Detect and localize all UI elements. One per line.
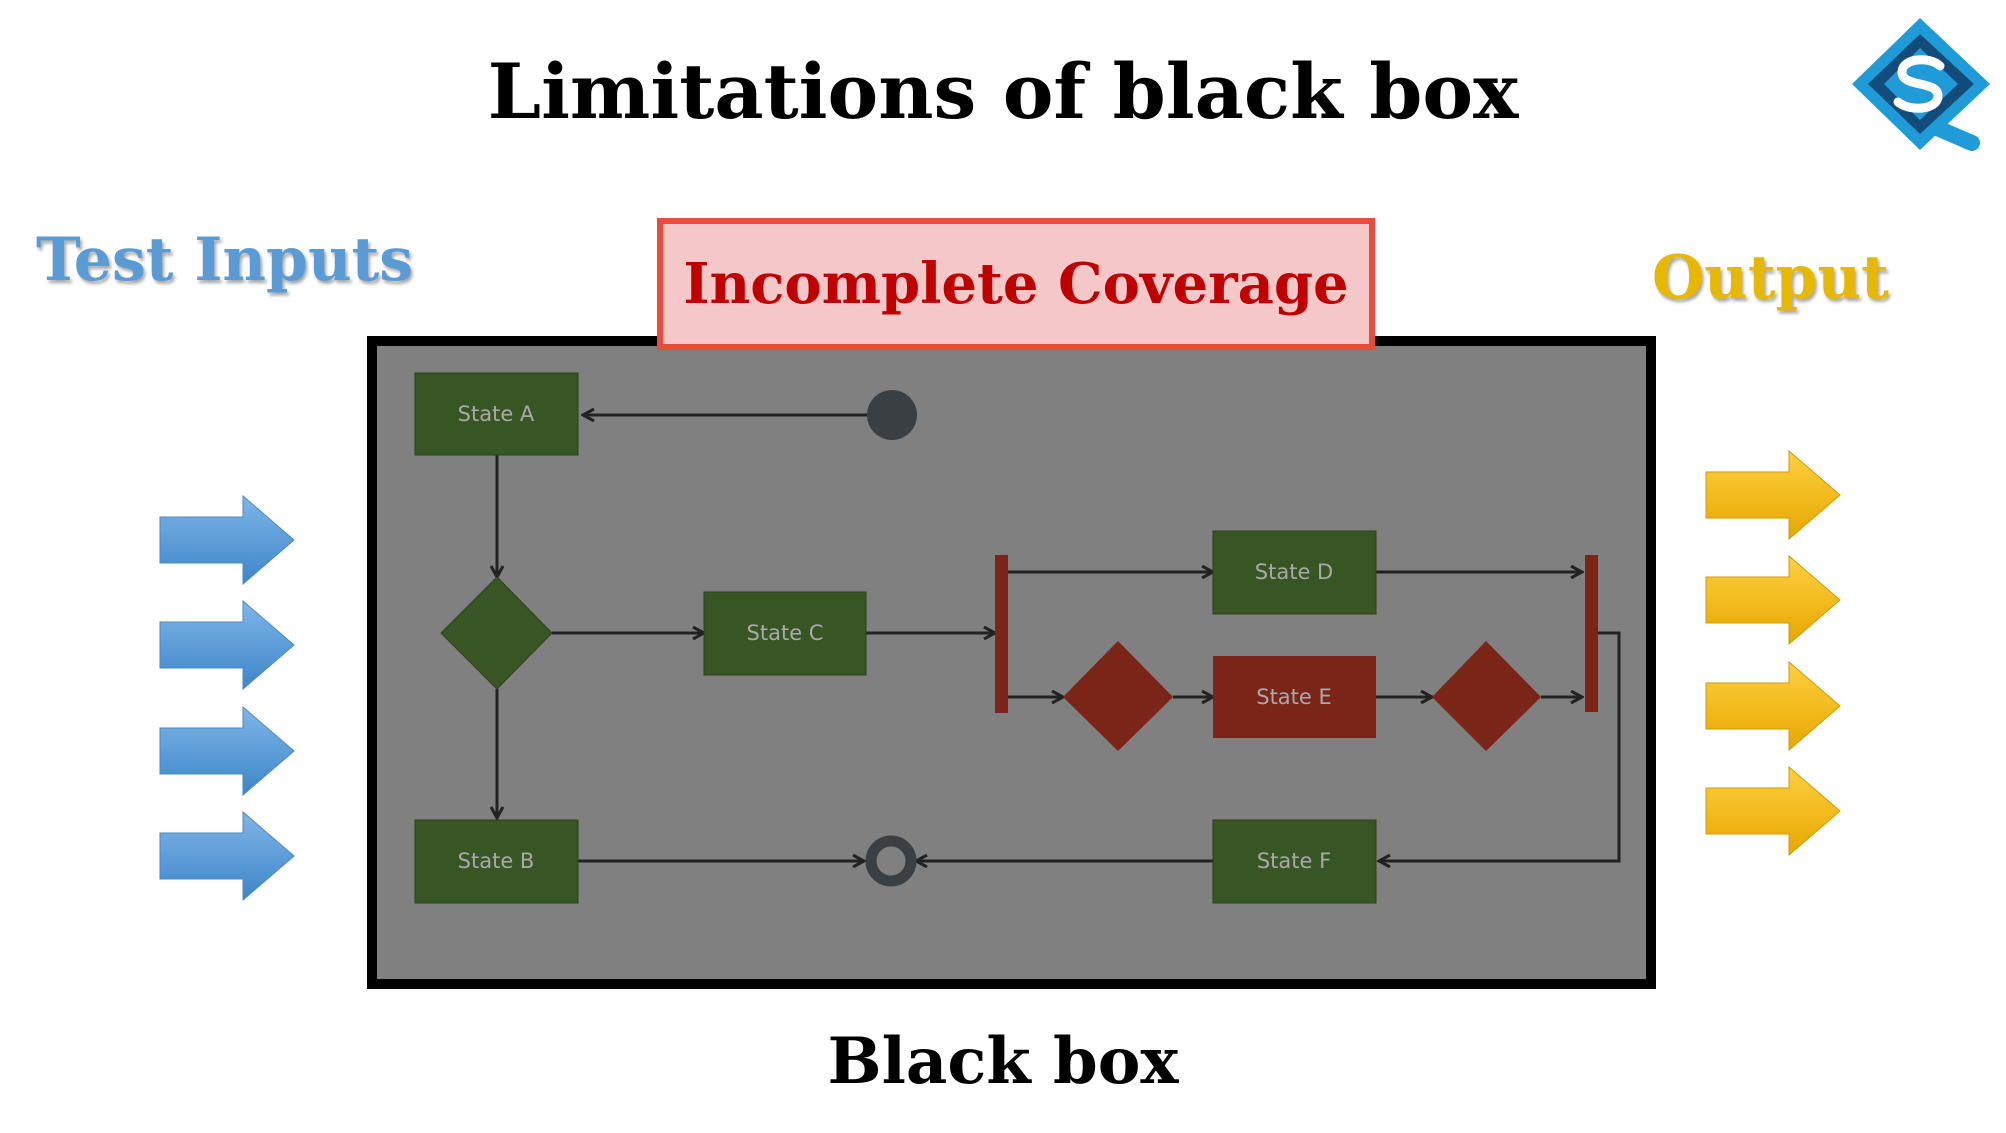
- input-arrow-icon: [159, 705, 295, 797]
- output-arrow-icon: [1705, 554, 1841, 646]
- black-box-container: [367, 336, 1656, 989]
- output-arrows: [1705, 449, 1841, 857]
- join-bar: [1585, 555, 1598, 712]
- input-arrow-icon: [159, 599, 295, 691]
- output-arrow-icon: [1705, 765, 1841, 857]
- state-e-label: State E: [1256, 685, 1332, 709]
- connectors: [497, 415, 1621, 861]
- state-c: State C: [703, 591, 867, 676]
- state-e: State E: [1213, 656, 1376, 738]
- decision-node-red-2: [1432, 641, 1541, 751]
- output-arrow-icon: [1705, 449, 1841, 541]
- black-box-caption: Black box: [827, 1024, 1179, 1099]
- fork-bar: [995, 555, 1008, 713]
- state-d: State D: [1212, 530, 1377, 615]
- test-inputs-label: Test Inputs: [36, 225, 414, 295]
- state-f: State F: [1212, 819, 1377, 904]
- state-b-label: State B: [458, 849, 535, 873]
- input-arrows: [159, 494, 295, 902]
- state-a-label: State A: [458, 402, 535, 426]
- magnifier-s-logo-icon: [1852, 18, 1990, 151]
- slide-title: Limitations of black box: [487, 47, 1519, 136]
- incomplete-coverage-callout: Incomplete Coverage: [657, 218, 1375, 350]
- connector-join-to-f: [1379, 631, 1621, 861]
- output-arrow-icon: [1705, 660, 1841, 752]
- start-node: [867, 390, 917, 440]
- input-arrow-icon: [159, 810, 295, 902]
- output-label: Output: [1652, 243, 1889, 313]
- state-b: State B: [414, 819, 579, 904]
- state-a: State A: [414, 372, 579, 456]
- state-c-label: State C: [747, 621, 824, 645]
- state-d-label: State D: [1255, 560, 1333, 584]
- decision-node-red-1: [1063, 641, 1173, 751]
- state-f-label: State F: [1257, 849, 1331, 873]
- end-node: [865, 835, 917, 887]
- input-arrow-icon: [159, 494, 295, 586]
- decision-node-green: [440, 576, 553, 690]
